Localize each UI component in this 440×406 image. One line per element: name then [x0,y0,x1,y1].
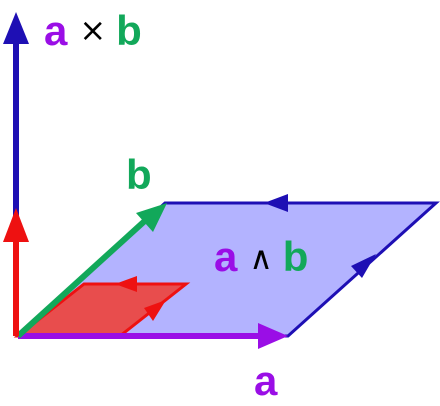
wedge-label: a ∧ b [214,233,308,280]
top-edge-arrowhead [264,194,288,212]
wedge-label-operator: ∧ [249,239,272,277]
wedge-label-a: a [214,233,238,280]
cross-label-b: b [116,7,142,54]
cross-label-a: a [44,7,68,54]
cross-label: a × b [44,7,142,54]
cross-product-arrowhead [3,12,29,44]
small-right-arrowhead [144,300,166,321]
small-vertical-arrowhead [3,208,29,242]
vector-b-label: b [126,151,152,198]
small-top-arrowhead [115,276,137,292]
vector-a-arrowhead [258,323,288,349]
wedge-label-b: b [283,233,309,280]
vector-b-arrowhead [136,203,167,232]
vector-b-shaft [15,215,151,339]
right-edge-arrowhead [351,254,376,278]
cross-label-operator: × [79,11,106,49]
vector-a-label: a [254,357,278,404]
